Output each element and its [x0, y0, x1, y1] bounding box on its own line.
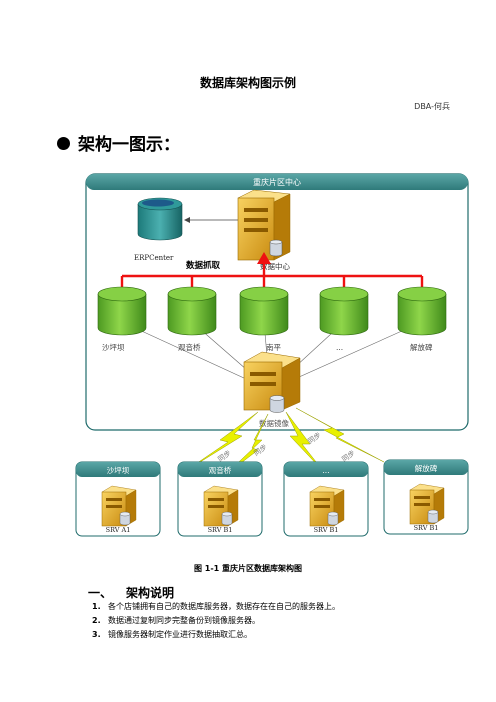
list-item: 1.各个店铺拥有自己的数据库服务器，数据存在在自己的服务器上。 — [92, 602, 340, 611]
figure-caption: 图 1-1 重庆片区数据库架构图 — [193, 564, 303, 573]
store-box-3: ... SRV B1 — [283, 461, 369, 537]
cylinder-label: 观音桥 — [178, 342, 201, 352]
subsection-number: 一、 — [88, 586, 113, 600]
store-title: ... — [322, 466, 329, 475]
explanation-list: 1.各个店铺拥有自己的数据库服务器，数据存在在自己的服务器上。 2.数据通过复制… — [92, 600, 472, 642]
data-center-server-icon — [237, 189, 291, 261]
cylinder-label: 解放碑 — [410, 342, 433, 352]
extract-label: 数据抓取 — [186, 260, 221, 271]
erp-database-icon — [137, 197, 183, 241]
list-item: 3.镜像服务器制定作业进行数据抽取汇总。 — [92, 630, 252, 639]
store-box-2: 观音桥 SRV B1 — [177, 461, 263, 537]
store-server-icon — [309, 485, 345, 527]
store-server-icon — [409, 483, 445, 525]
document-title: 数据库架构图示例 — [199, 76, 296, 90]
mirror-label: 数据镜像 — [259, 418, 289, 428]
subsection-title: 架构说明 — [126, 586, 175, 600]
cylinder-5: 解放碑 — [397, 286, 447, 352]
sync-label: 同步 — [341, 449, 357, 464]
cylinder-2: 观音桥 — [167, 286, 217, 352]
sync-label: 同步 — [307, 431, 323, 446]
erp-label: ERPCenter — [134, 254, 174, 262]
sync-label: 同步 — [217, 449, 233, 464]
bullet-icon — [57, 137, 70, 150]
cylinder-label: 沙坪坝 — [102, 343, 125, 352]
store-title: 沙坪坝 — [107, 466, 130, 475]
store-server-label: SRV A1 — [106, 526, 131, 534]
cylinder-label: 南平 — [266, 342, 281, 352]
store-box-4: 解放碑 SRV B1 — [383, 459, 469, 535]
store-title: 观音桥 — [209, 465, 232, 475]
erp-arrow-head — [184, 217, 190, 223]
region-title-bar — [86, 174, 468, 190]
store-server-icon — [203, 485, 239, 527]
extraction-arrow-head — [257, 252, 271, 264]
architecture-diagram: 重庆片区中心 ERPCenter 数据中心 数据抓取 — [74, 172, 470, 544]
store-server-label: SRV B1 — [314, 526, 339, 534]
cylinder-1: 沙坪坝 — [97, 286, 147, 352]
store-server-icon — [101, 485, 137, 527]
region-title: 重庆片区中心 — [253, 177, 301, 187]
store-server-label: SRV B1 — [208, 526, 233, 534]
store-cylinders: 沙坪坝 观音桥 南平... 解放碑 — [97, 286, 447, 352]
cylinder-3: 南平 — [239, 286, 289, 352]
store-title: 解放碑 — [415, 463, 438, 473]
cylinder-4: ... — [319, 286, 369, 352]
author-line: DBA-何兵 — [414, 102, 450, 111]
cylinder-label: ... — [336, 343, 343, 352]
store-box-1: 沙坪坝 SRV A1 — [75, 461, 161, 537]
data-center-label: 数据中心 — [260, 261, 290, 271]
list-item: 2.数据通过复制同步完整备份到镜像服务器。 — [92, 616, 260, 625]
mirror-server-icon — [243, 351, 301, 413]
section-heading: 架构一图示： — [78, 135, 180, 155]
store-server-label: SRV B1 — [414, 524, 439, 532]
store-boxes: 沙坪坝 SRV A1 观音桥 SRV B1... SRV B1 解放碑 SRV B1 — [75, 459, 469, 537]
